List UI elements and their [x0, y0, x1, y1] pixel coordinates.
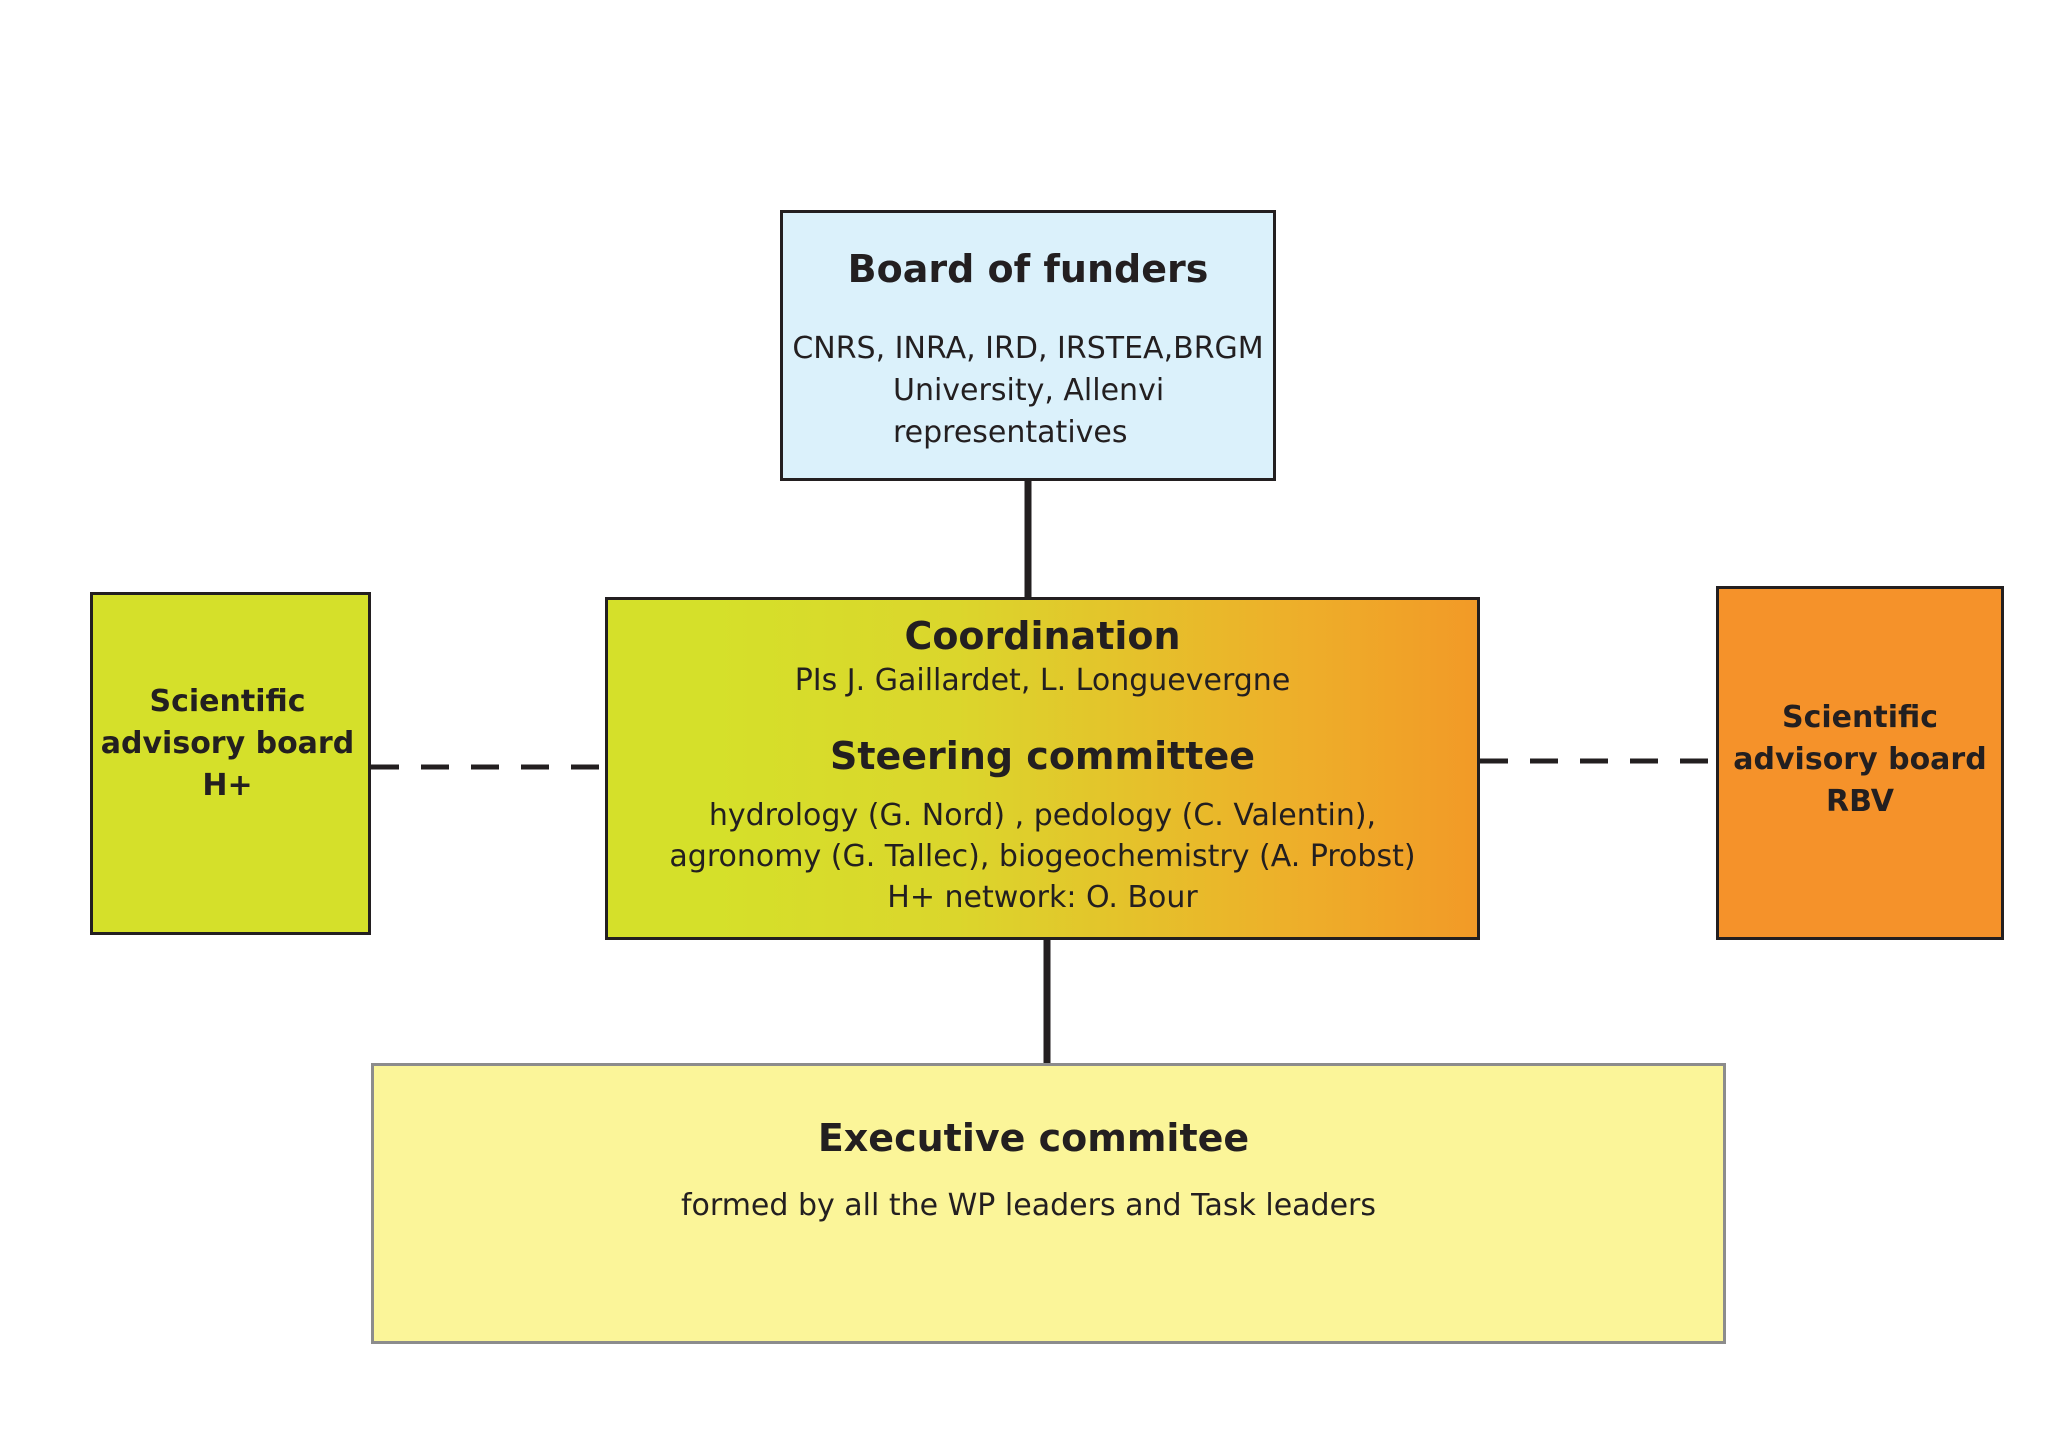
sab-hplus-line-1: Scientific — [149, 684, 306, 719]
board-of-funders-line-2: University, Allenvi — [893, 373, 1165, 408]
board-of-funders-line-1: CNRS, INRA, IRD, IRSTEA,BRGM — [792, 331, 1264, 366]
executive-committee-subtitle: formed by all the WP leaders and Task le… — [680, 1188, 1377, 1223]
sab-rbv-line-3: RBV — [1826, 784, 1894, 819]
sab-hplus-label: Scientific advisory board H+ — [87, 681, 368, 807]
coordination-box: Coordination PIs J. Gaillardet, L. Longu… — [605, 597, 1480, 940]
coordination-title: Coordination — [904, 614, 1181, 658]
steering-committee-line-2: agronomy (G. Tallec), biogeochemistry (A… — [669, 839, 1416, 874]
steering-committee-title: Steering committee — [829, 734, 1256, 778]
sab-rbv-box: Scientific advisory board RBV — [1716, 586, 2004, 940]
sab-hplus-box: Scientific advisory board H+ — [90, 592, 371, 935]
coordination-pis: PIs J. Gaillardet, L. Longuevergne — [794, 663, 1291, 698]
steering-committee-line-1: hydrology (G. Nord) , pedology (C. Valen… — [708, 798, 1377, 833]
board-of-funders-title: Board of funders — [847, 247, 1209, 291]
executive-committee-box: Executive commitee formed by all the WP … — [371, 1063, 1726, 1344]
sab-rbv-label: Scientific advisory board RBV — [1719, 697, 2001, 823]
executive-committee-title: Executive commitee — [817, 1116, 1250, 1160]
sab-hplus-line-3: H+ — [202, 768, 253, 803]
sab-rbv-line-2: advisory board — [1733, 742, 1987, 777]
sab-rbv-line-1: Scientific — [1781, 700, 1939, 735]
board-of-funders-line-3: representatives — [893, 415, 1128, 450]
board-of-funders-box: Board of funders CNRS, INRA, IRD, IRSTEA… — [780, 210, 1276, 481]
sab-hplus-line-2: advisory board — [100, 726, 355, 761]
steering-committee-line-3: H+ network: O. Bour — [887, 880, 1198, 915]
